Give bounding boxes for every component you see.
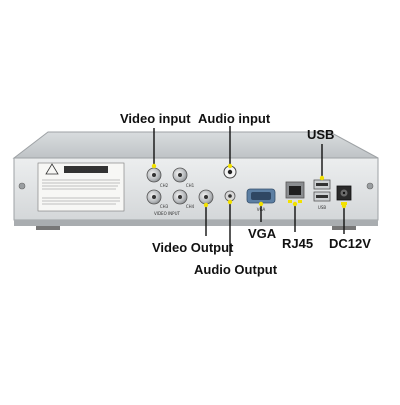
screw-left: [18, 182, 26, 190]
callout-vga: VGA: [248, 226, 277, 241]
callout-rj45: RJ45: [282, 236, 314, 251]
screw-right: [366, 182, 374, 190]
caution-sticker: CAUTION: [37, 162, 125, 212]
video-output-port: [198, 189, 214, 205]
callout-audio-input: Audio input: [198, 111, 271, 126]
label-ch3: CH3: [160, 204, 169, 209]
foot-left: [36, 226, 60, 230]
callout-video-output: Video Output: [152, 240, 234, 255]
bnc-ch1: [172, 167, 188, 183]
callout-audio-output: Audio Output: [194, 262, 278, 277]
callout-usb: USB: [307, 127, 335, 142]
chassis-bottom: [14, 220, 378, 226]
rj45-port: [285, 181, 305, 203]
label-ch2: CH2: [160, 183, 169, 188]
label-usb: USB: [318, 205, 326, 210]
audio-output-port: [224, 190, 236, 202]
caution-title: CAUTION: [75, 168, 98, 174]
vga-port: VGA: [246, 188, 276, 212]
callout-video-input: Video input: [120, 111, 191, 126]
bnc-ch3: [146, 189, 162, 205]
callout-dc12v: DC12V: [329, 236, 371, 251]
label-ch1: CH1: [186, 183, 195, 188]
bnc-ch4: [172, 189, 188, 205]
callout-leaders: [151, 126, 347, 256]
bnc-ch2: [146, 167, 162, 183]
label-ch4: CH4: [186, 204, 195, 209]
label-video-input: VIDEO INPUT: [154, 211, 180, 216]
dc12v-jack: [336, 185, 352, 205]
video-input-ports: CH2 CH1 CH3 CH4 VIDEO INPUT: [146, 167, 195, 216]
